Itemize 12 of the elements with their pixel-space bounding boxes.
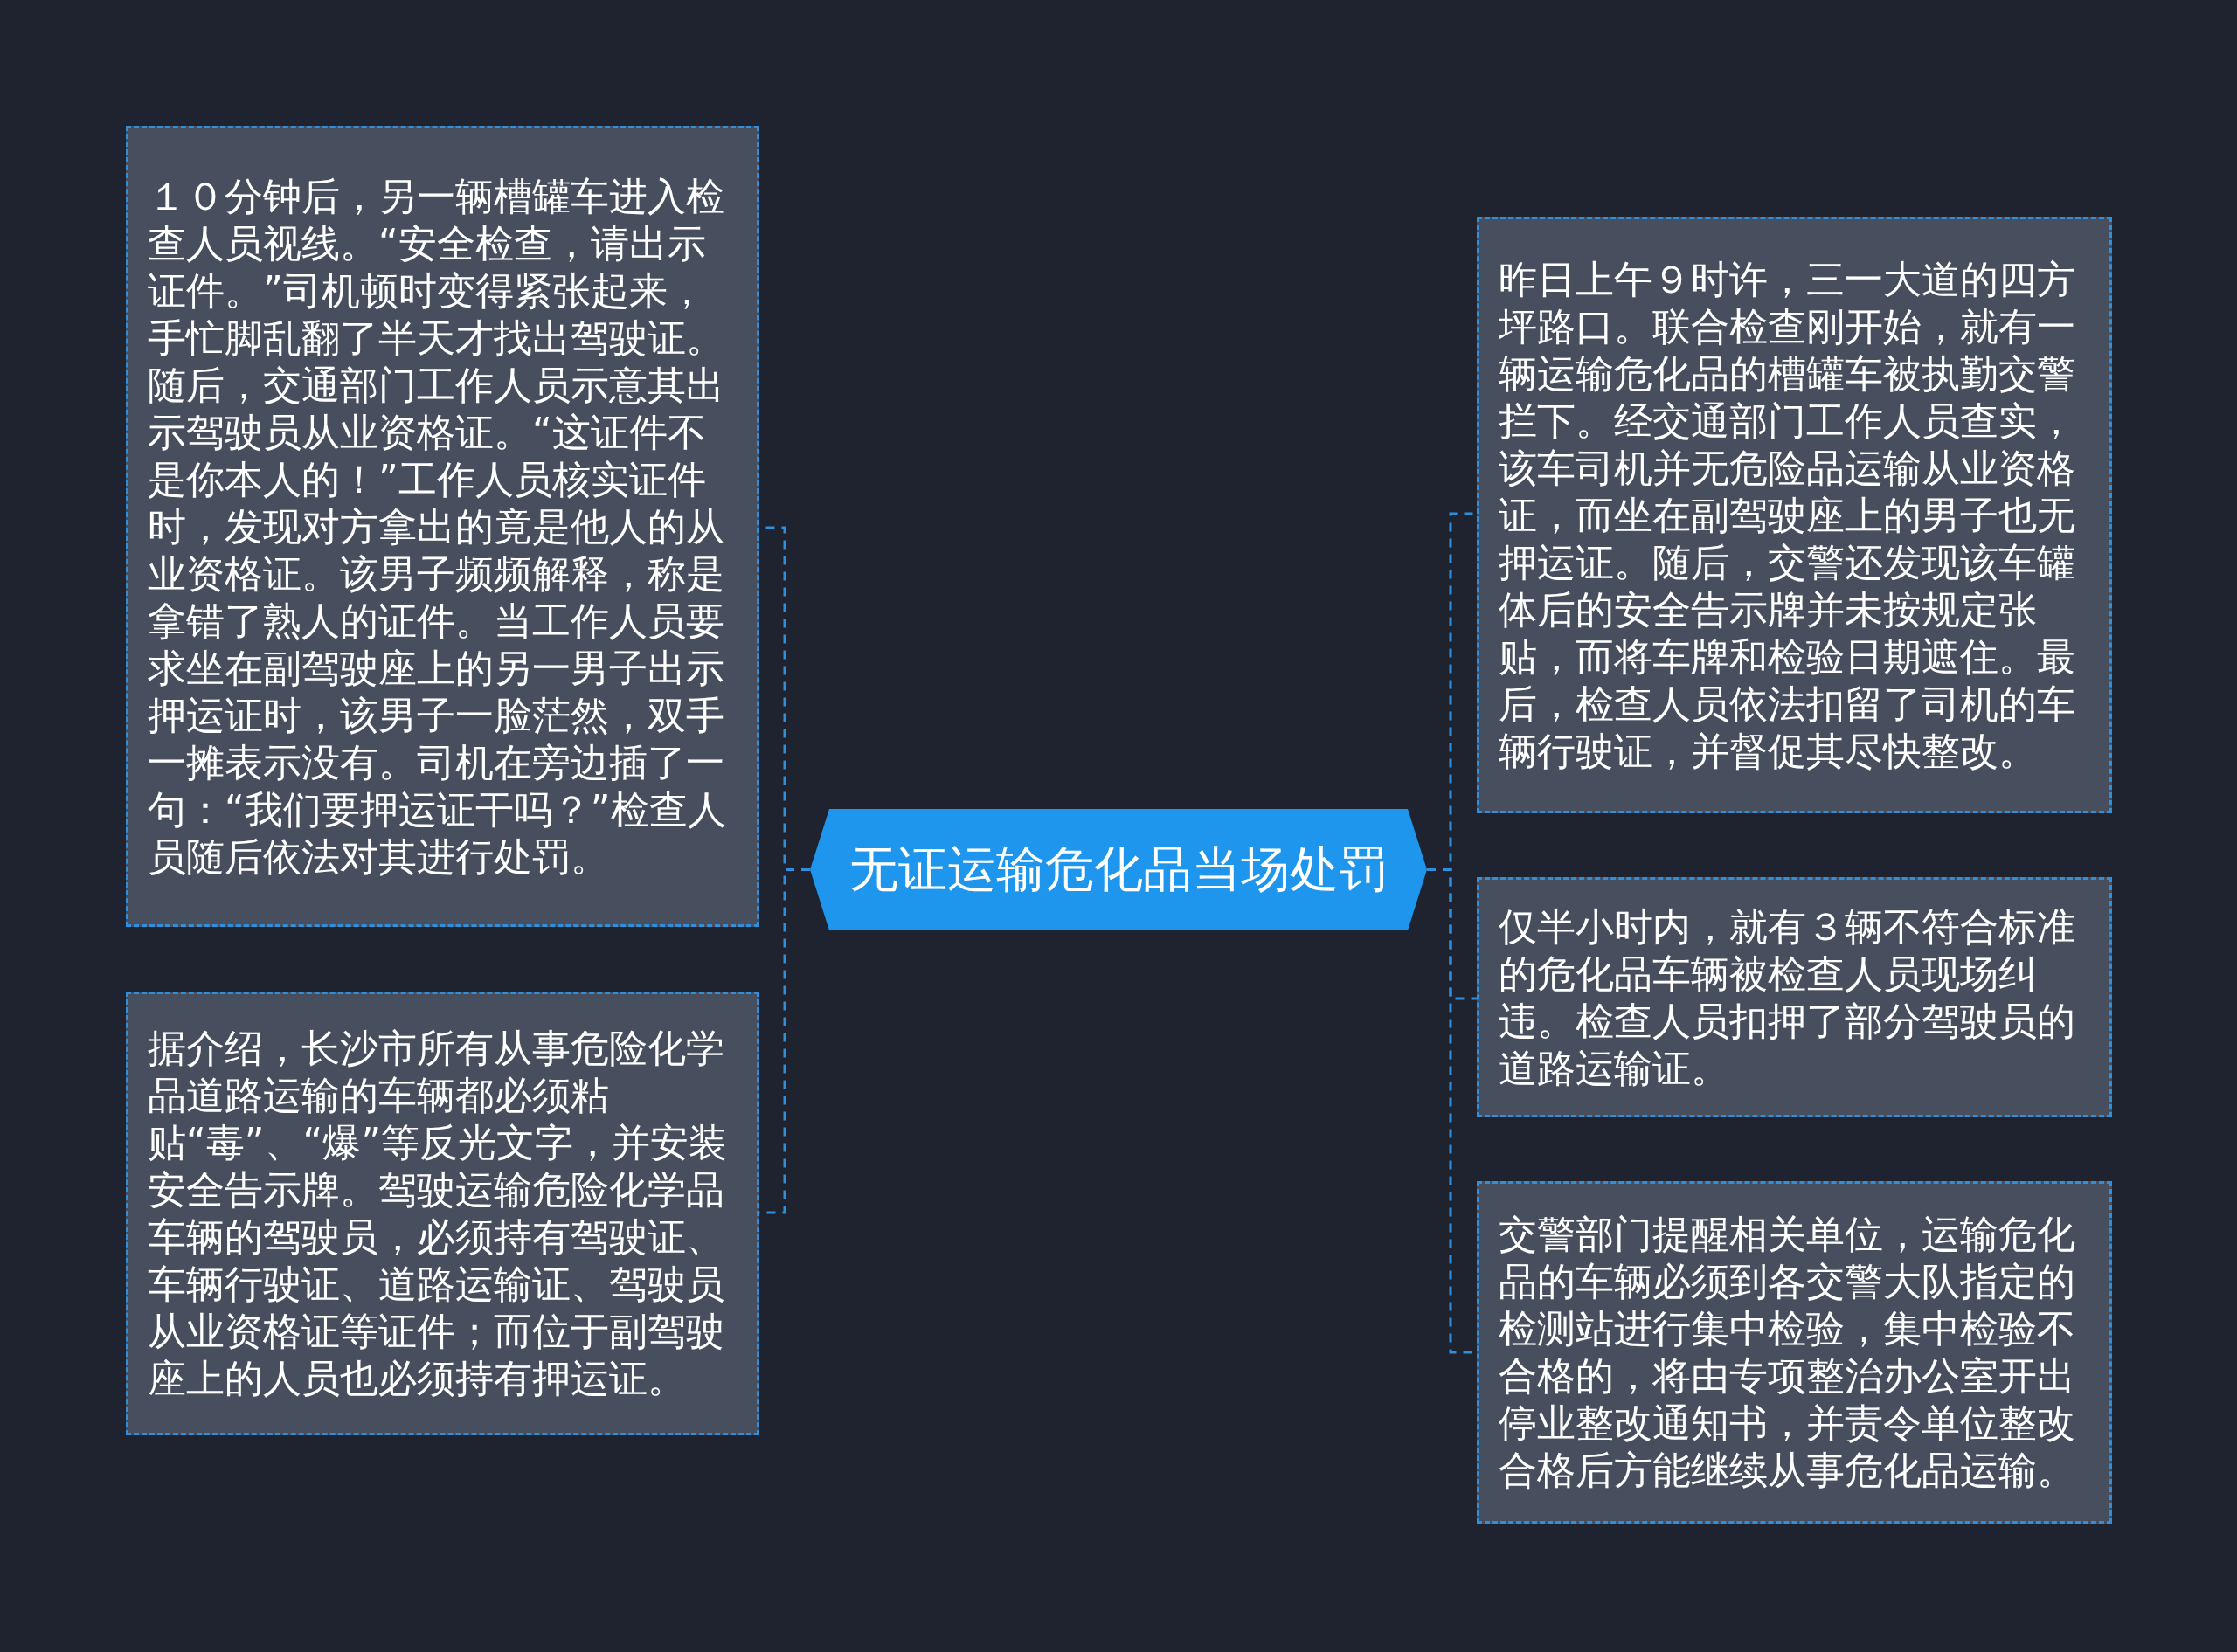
text-box: [126, 992, 759, 1435]
paragraph: 昨日上午９时许，三一大道的四方坪路口。联合检查刚开始，就有一辆运输危化品的槽罐车被执勤交警拦下。经交通部门工作人员查实，该车司机并无危险品运输从业资格证，而坐在副驾驶座上的男子也无押运证。随后，交警还发现该车罐体后的安全告示牌并未按规定张贴，而将车牌和检验日期遮住。最后，检查人员依法扣留了司机的车辆行驶证，并督促其尽快整改。: [1499, 255, 2076, 775]
paragraph: 交警部门提醒相关单位，运输危化品的车辆必须到各交警大队指定的检测站进行集中检验，集中检验不合格的，将由专项整治办公室开出停业整改通知书，并责令单位整改合格后方能继续从事危化品运输。: [1499, 1211, 2076, 1494]
text-box: [1477, 217, 2112, 813]
paragraph: 据介绍，长沙市所有从事危险化学品道路运输的车辆都必须粘贴“毒”、“爆”等反光文字，并安装安全告示牌。驾驶运输危险化学品车辆的驾驶员，必须持有驾驶证、车辆行驶证、道路运输证、驾驶员从业资格证等证件；而位于副驾驶座上的人员也必须持有押运证。: [148, 1025, 729, 1402]
paragraph: １０分钟后，另一辆槽罐车进入检查人员视线。“安全检查，请出示证件。”司机顿时变得紧张起来，手忙脚乱翻了半天才找出驾驶证。随后，交通部门工作人员示意其出示驾驶员从业资格证。“这证件不是你本人的！”工作人员核实证件时，发现对方拿出的竟是他人的从业资格证。该男子频频解释，称是拿错了熟人的证件。当工作人员要求坐在副驾驶座上的另一男子出示押运证时，该男子一脸茫然，双手一摊表示没有。司机在旁边插了一句：“我们要押运证干吗？”检查人员随后依法对其进行处罚。: [148, 172, 727, 881]
topic-hexagon: [810, 809, 1427, 930]
text-box: [126, 126, 759, 927]
paragraph: 仅半小时内，就有３辆不符合标准的危化品车辆被检查人员现场纠违。检查人员扣押了部分驾驶员的道路运输证。: [1499, 902, 2076, 1092]
topic-title: 无证运输危化品当场处罚: [849, 839, 1388, 899]
text-box: [1477, 1181, 2112, 1524]
text-box: [1477, 877, 2112, 1117]
